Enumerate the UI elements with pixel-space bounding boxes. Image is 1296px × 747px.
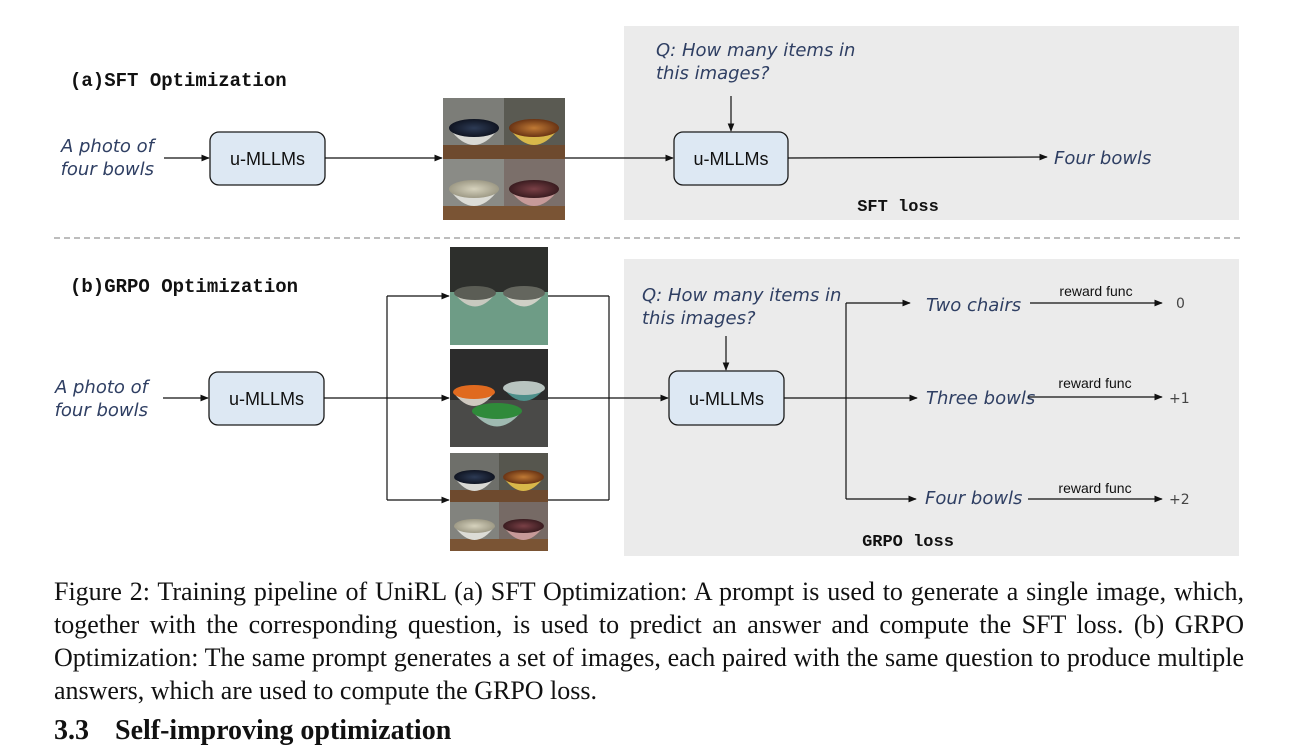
sft-loss-panel [624,26,1239,220]
grpo-answer-branches [784,299,918,503]
sft-answer: Four bowls [1054,148,1151,169]
reward-func-label: reward func [1059,283,1132,299]
grpo-section: (b)GRPO Optimization A photo of four bow… [54,247,1239,556]
sft-arrow-model-to-answer [787,153,1048,161]
reward-score: 0 [1176,296,1185,312]
grpo-question-line2: this images? [642,308,756,329]
grpo-loss-label: GRPO loss [862,533,954,552]
figure-caption: Figure 2: Training pipeline of UniRL (a)… [54,577,1244,705]
sft-prompt-line1: A photo of [60,136,157,157]
grpo-generator-model-label: u-MLLMs [229,389,304,409]
grpo-answer-row: Two chairs reward func 0 [926,283,1185,316]
sft-understanding-model-label: u-MLLMs [693,149,768,169]
sft-question-line2: this images? [656,63,770,84]
section-heading: 3.3 Self-improving optimization [54,715,477,747]
grpo-fanin-arrows [548,295,669,501]
grpo-answer-row: Three bowls reward func +1 [926,375,1190,409]
sft-section: (a)SFT Optimization A photo of four bowl… [60,26,1239,220]
sft-prompt-line2: four bowls [61,159,154,180]
sft-understanding-model: u-MLLMs [673,131,789,186]
grpo-title: (b)GRPO Optimization [70,276,298,298]
grpo-fanout-arrows [324,292,450,504]
sft-loss-label: SFT loss [857,198,939,217]
grpo-answer-row: Four bowls reward func +2 [925,480,1190,509]
sft-title: (a)SFT Optimization [70,70,287,92]
grpo-image-two-bowls [450,247,548,345]
grpo-answer-text: Three bowls [926,388,1035,409]
training-pipeline-diagram: (a)SFT Optimization A photo of four bowl… [54,26,1242,556]
reward-func-label: reward func [1058,480,1131,496]
grpo-prompt-line2: four bowls [55,400,148,421]
sft-generator-model: u-MLLMs [209,131,326,186]
grpo-answer-text: Two chairs [926,295,1021,316]
grpo-image-four-bowls [450,453,548,551]
reward-func-label: reward func [1058,375,1131,391]
section-number: 3.3 [54,715,89,746]
reward-score: +1 [1169,391,1190,407]
grpo-generator-model: u-MLLMs [208,371,325,426]
grpo-prompt-line1: A photo of [54,377,151,398]
grpo-understanding-model: u-MLLMs [668,370,785,426]
sft-generated-image [443,98,565,220]
grpo-understanding-model-label: u-MLLMs [689,389,764,409]
sft-question-line1: Q: How many items in [656,40,855,61]
grpo-answer-text: Four bowls [925,488,1022,509]
section-title: Self-improving optimization [115,715,452,746]
reward-score: +2 [1169,492,1190,508]
grpo-image-three-bowls [450,349,548,447]
grpo-question-line1: Q: How many items in [642,285,841,306]
sft-generator-model-label: u-MLLMs [230,149,305,169]
